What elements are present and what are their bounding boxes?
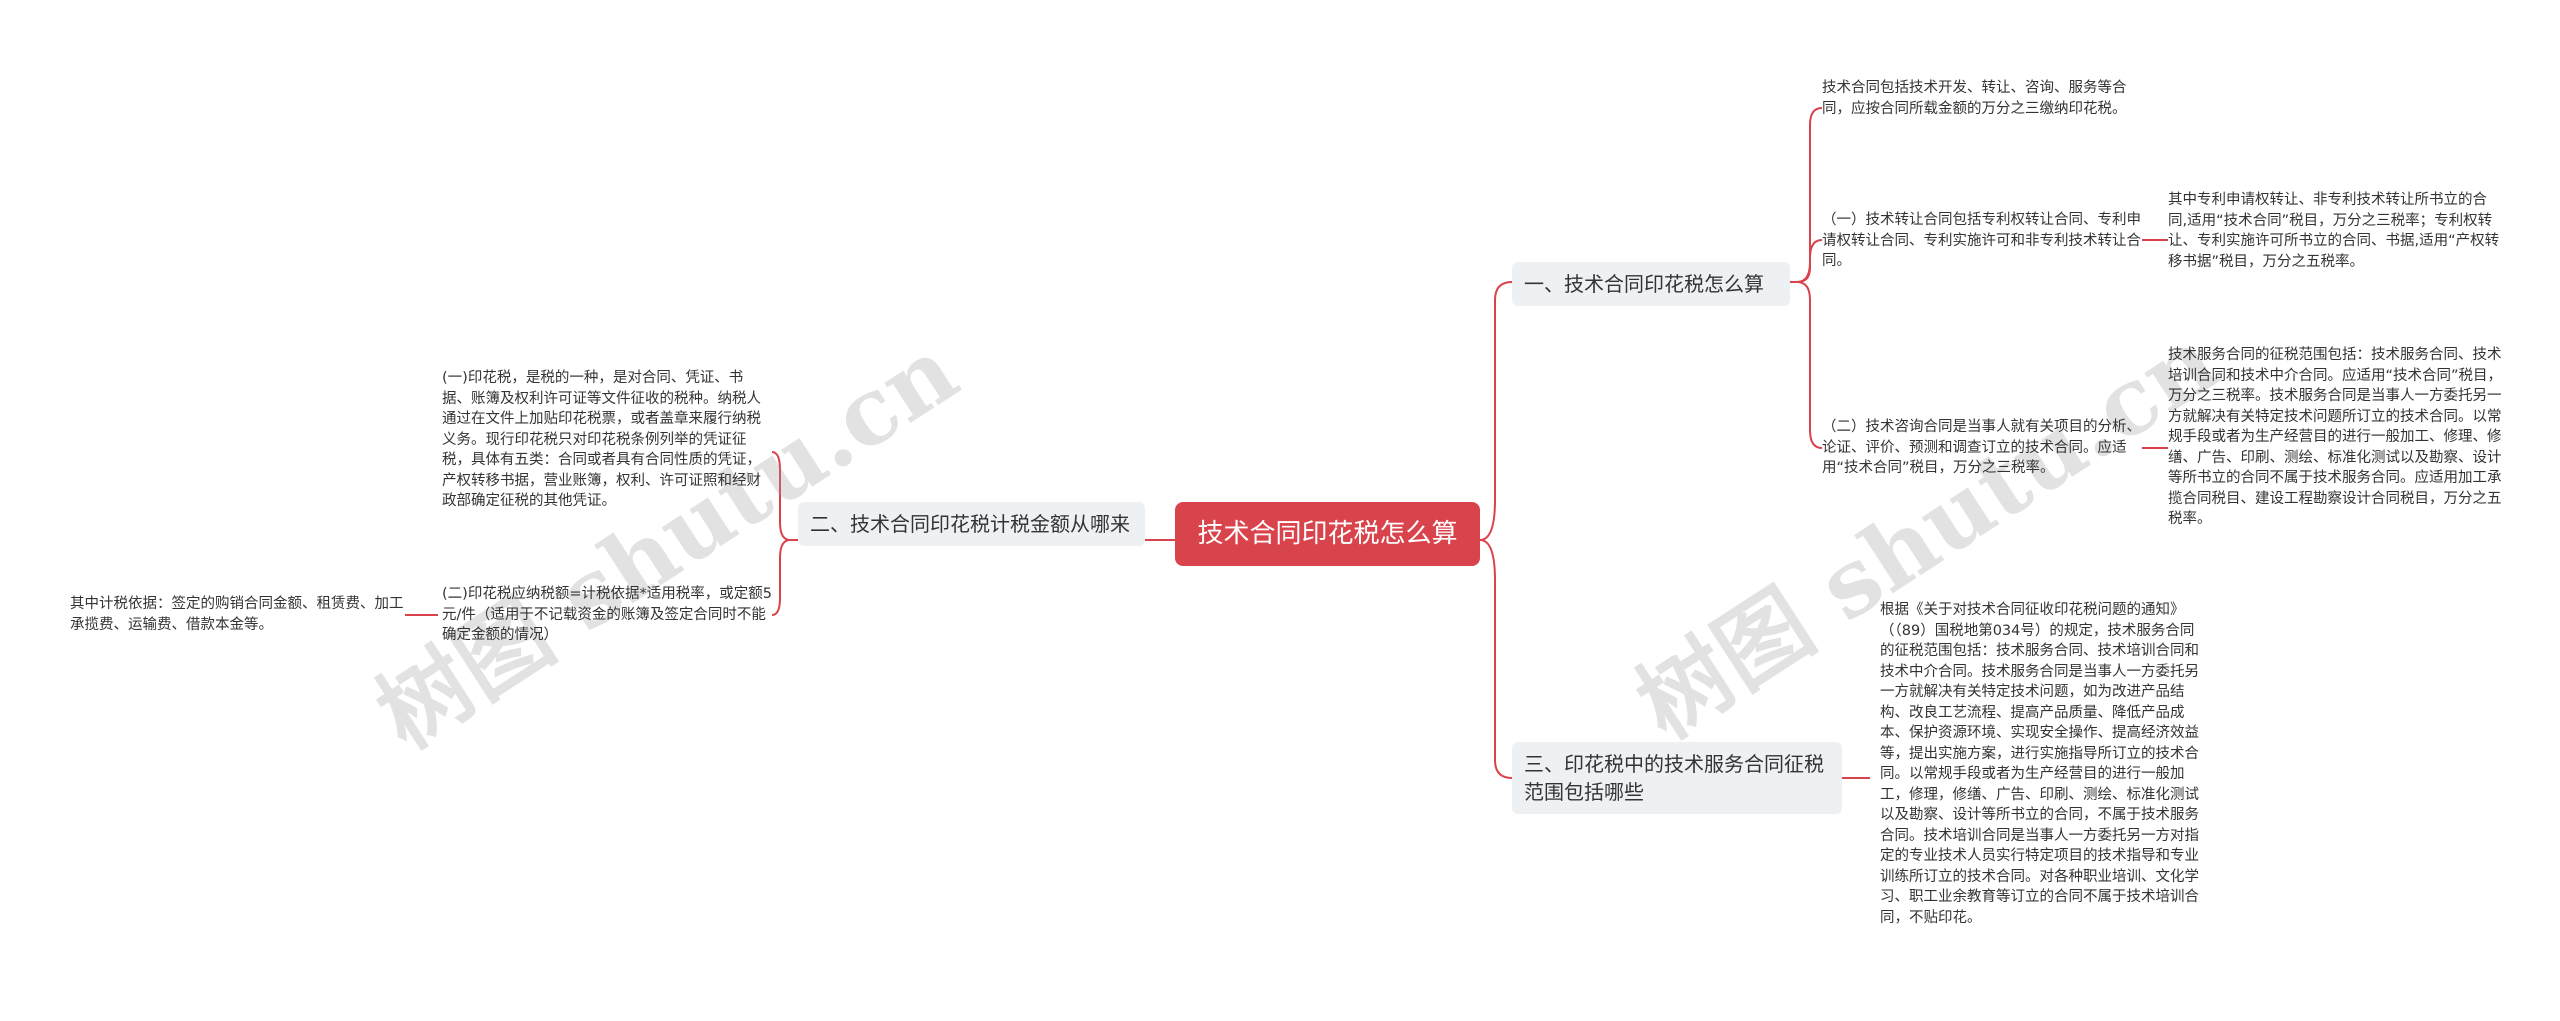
branch-1-topic[interactable]: 一、技术合同印花税怎么算 <box>1512 262 1790 306</box>
root-topic[interactable]: 技术合同印花税怎么算 <box>1175 502 1480 566</box>
branch-1-leaf-b[interactable]: （一）技术转让合同包括专利权转让合同、专利申请权转让合同、专利实施许可和非专利技… <box>1822 212 2141 269</box>
connector-b1-leafa <box>1790 107 1823 283</box>
connector-root-b3 <box>1479 539 1513 779</box>
branch-2-leaf-b-detail[interactable]: 其中计税依据：签定的购销合同金额、租赁费、加工承揽费、运输费、借款本金等。 <box>70 596 404 633</box>
branch-1-leaf-b-detail[interactable]: 其中专利申请权转让、非专利技术转让所书立的合同,适用“技术合同”税目，万分之三税… <box>2168 192 2500 270</box>
connector-b1-leafb <box>1790 239 1823 283</box>
branch-1-leaf-c[interactable]: （二）技术咨询合同是当事人就有关项目的分析、论证、评价、预测和调查订立的技术合同… <box>1822 419 2141 476</box>
connector-b2-leafa <box>771 451 798 541</box>
branch-2-topic[interactable]: 二、技术合同印花税计税金额从哪来 <box>798 502 1145 546</box>
branch-1-leaf-c-detail[interactable]: 技术服务合同的征税范围包括：技术服务合同、技术培训合同和技术中介合同。应适用“技… <box>2168 347 2503 527</box>
branch-1-leaf-a[interactable]: 技术合同包括技术开发、转让、咨询、服务等合同，应按合同所载金额的万分之三缴纳印花… <box>1822 80 2127 117</box>
branch-3-topic[interactable]: 三、印花税中的技术服务合同征税范围包括哪些 <box>1512 742 1842 814</box>
connector-b2-leafb <box>771 539 798 616</box>
connector-root-b1 <box>1479 281 1513 541</box>
branch-2-leaf-b[interactable]: (二)印花税应纳税额=计税依据*适用税率，或定额5元/件（适用于不记载资金的账簿… <box>442 586 772 643</box>
branch-3-leaf-a[interactable]: 根据《关于对技术合同征收印花税问题的通知》（（89）国税地第034号）的规定，技… <box>1880 602 2199 926</box>
branch-2-leaf-a[interactable]: (一)印花税，是税的一种，是对合同、凭证、书据、账簿及权利许可证等文件征收的税种… <box>442 370 761 509</box>
connector-b1-leafc <box>1790 281 1823 449</box>
